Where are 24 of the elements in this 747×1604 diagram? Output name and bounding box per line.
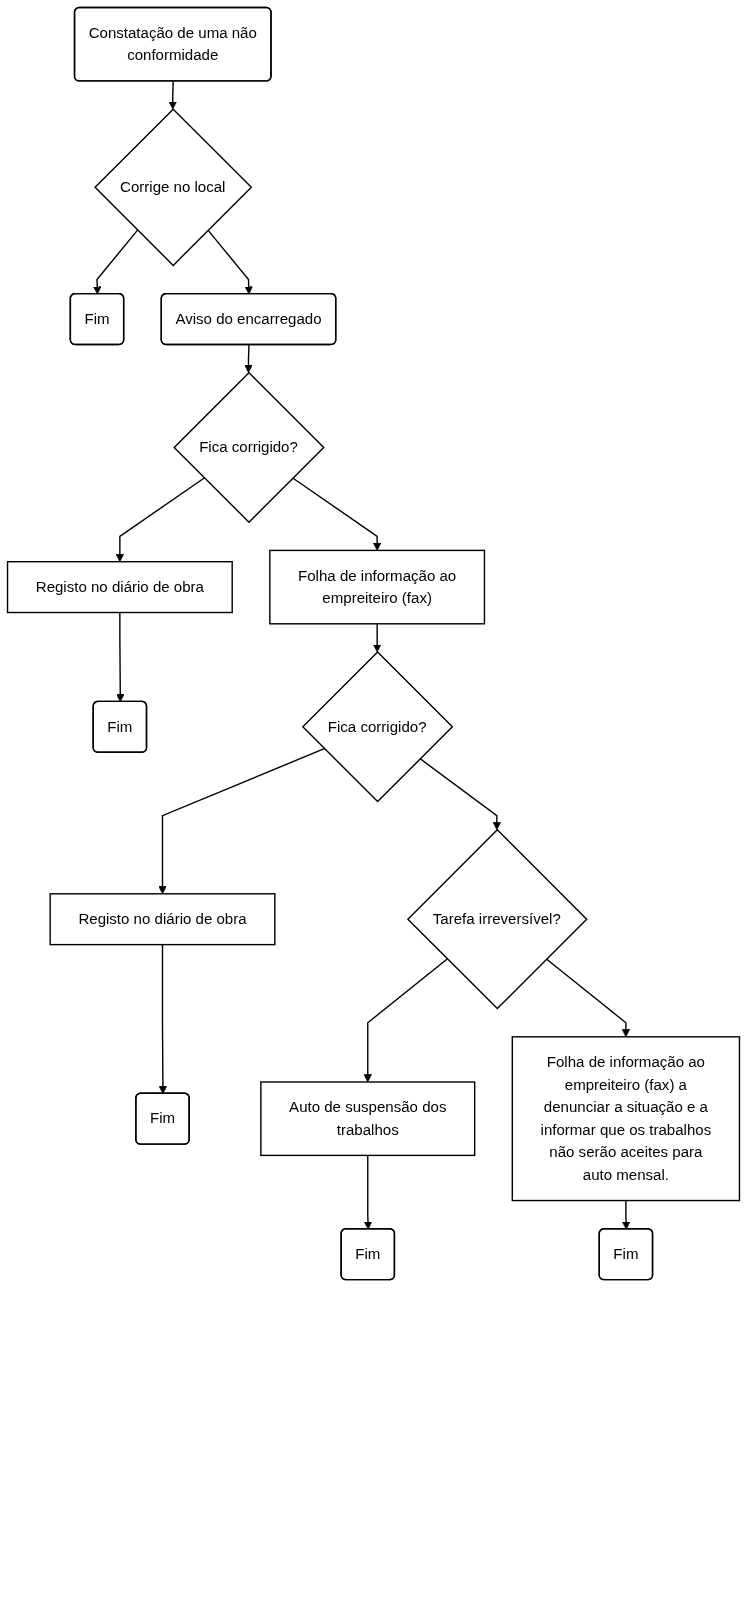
arrow [419, 757, 501, 831]
arrow [158, 748, 325, 895]
arrow [292, 477, 382, 551]
node-box: Folha de informação ao empreiteiro (fax) [269, 549, 486, 625]
arrow [116, 611, 125, 703]
node-box: Registo no diário de obra [6, 561, 233, 614]
arrow [363, 1154, 373, 1230]
arrow [244, 344, 253, 373]
arrow [158, 943, 168, 1095]
node-box: Auto de suspensão dos trabalhos [260, 1081, 476, 1157]
node-diamond: Fica corrigido? [301, 651, 454, 803]
node-diamond: Tarefa irreversível? [406, 828, 588, 1010]
arrow [545, 958, 631, 1038]
node-box: Registo no diário de obra [49, 893, 276, 946]
arrow [373, 623, 382, 653]
node-box: Folha de informação ao empreiteiro (fax) a denunciar a situação e a informar que os trabalhos não serão aceites para auto mensal. [511, 1036, 741, 1202]
node-diamond: Corrige no local [94, 108, 253, 267]
arrow [115, 477, 205, 563]
arrow [93, 229, 139, 295]
node-diamond: Fica corrigido? [173, 371, 325, 524]
arrow [168, 80, 177, 110]
arrow [363, 958, 448, 1083]
arrow [622, 1199, 631, 1230]
arrow [207, 229, 253, 295]
